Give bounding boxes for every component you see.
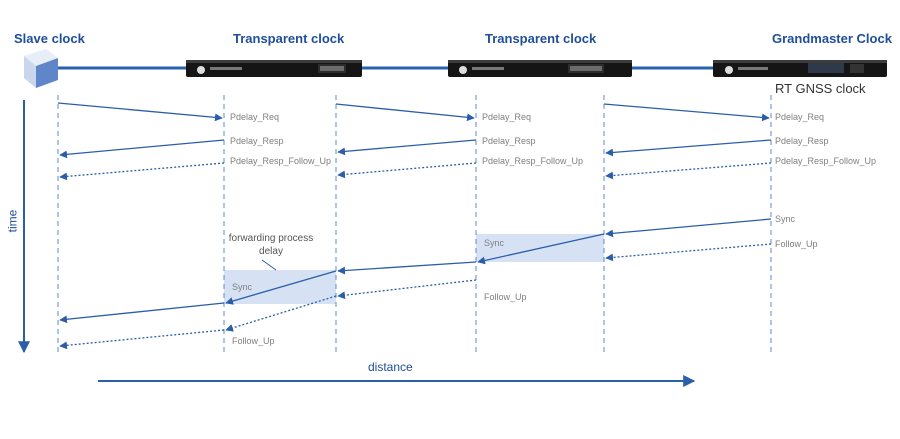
- sync-label-tc1: Sync: [232, 282, 253, 292]
- sync-label-gm: Sync: [775, 214, 796, 224]
- follow-up-label-gm: Follow_Up: [775, 239, 818, 249]
- pdelay-resp-label-3: Pdelay_Resp: [775, 136, 829, 146]
- transparent-clock-1-icon: [186, 60, 362, 77]
- forwarding-note-pointer: [261, 259, 277, 271]
- follow-up-arrow-tc1-slave: [59, 329, 225, 350]
- pdelay-resp-arrow-1: [59, 139, 225, 159]
- sync-arrow-gm-tc2: [605, 218, 772, 238]
- pdelay-resp-follow-up-label-1: Pdelay_Resp_Follow_Up: [230, 156, 332, 166]
- transparent-clock-2-icon: [448, 60, 632, 77]
- transparent-clock-2-label: Transparent clock: [485, 31, 597, 46]
- pdelay-req-arrow-2: [335, 103, 475, 122]
- grandmaster-clock-icon: [713, 60, 887, 77]
- pdelay-resp-arrow-2: [337, 139, 477, 156]
- pdelay-resp-follow-up-arrow-2: [337, 162, 477, 179]
- sync-arrow-tc2-tc1: [337, 261, 477, 275]
- follow-up-label-tc2: Follow_Up: [484, 292, 527, 302]
- grandmaster-clock-label: Grandmaster Clock: [772, 31, 892, 46]
- follow-up-arrow-gm-tc2: [605, 243, 772, 262]
- pdelay-resp-label-1: Pdelay_Resp: [230, 136, 284, 146]
- pdelay-resp-follow-up-arrow-1: [59, 162, 225, 181]
- follow-up-label-tc1: Follow_Up: [232, 336, 275, 346]
- sync-arrow-tc1-slave: [59, 302, 225, 324]
- pdelay-req-arrow-3: [603, 103, 770, 122]
- pdelay-req-label-2: Pdelay_Req: [482, 112, 532, 122]
- sync-arrow-tc2-out: [477, 233, 605, 265]
- pdelay-req-label-1: Pdelay_Req: [230, 112, 280, 122]
- slave-clock-icon: [24, 49, 58, 88]
- sync-arrow-tc1-out: [225, 270, 337, 305]
- time-axis-label: time: [5, 209, 20, 233]
- transparent-clock-1-label: Transparent clock: [233, 31, 345, 46]
- pdelay-resp-arrow-3: [605, 139, 772, 157]
- pdelay-resp-label-2: Pdelay_Resp: [482, 136, 536, 146]
- pdelay-resp-follow-up-label-3: Pdelay_Resp_Follow_Up: [775, 156, 877, 166]
- sync-label-tc2: Sync: [484, 238, 505, 248]
- forwarding-process-delay-note: forwarding process delay: [228, 233, 314, 257]
- slave-clock-label: Slave clock: [14, 31, 85, 46]
- pdelay-resp-follow-up-label-2: Pdelay_Resp_Follow_Up: [482, 156, 584, 166]
- pdelay-req-label-3: Pdelay_Req: [775, 112, 825, 122]
- pdelay-req-arrow-1: [57, 102, 223, 122]
- follow-up-arrow-tc1-out: [225, 295, 337, 332]
- follow-up-arrow-tc2-tc1: [337, 279, 477, 300]
- distance-axis-label: distance: [368, 360, 413, 374]
- pdelay-resp-follow-up-arrow-3: [605, 162, 772, 180]
- rt-gnss-clock-label: RT GNSS clock: [775, 81, 866, 96]
